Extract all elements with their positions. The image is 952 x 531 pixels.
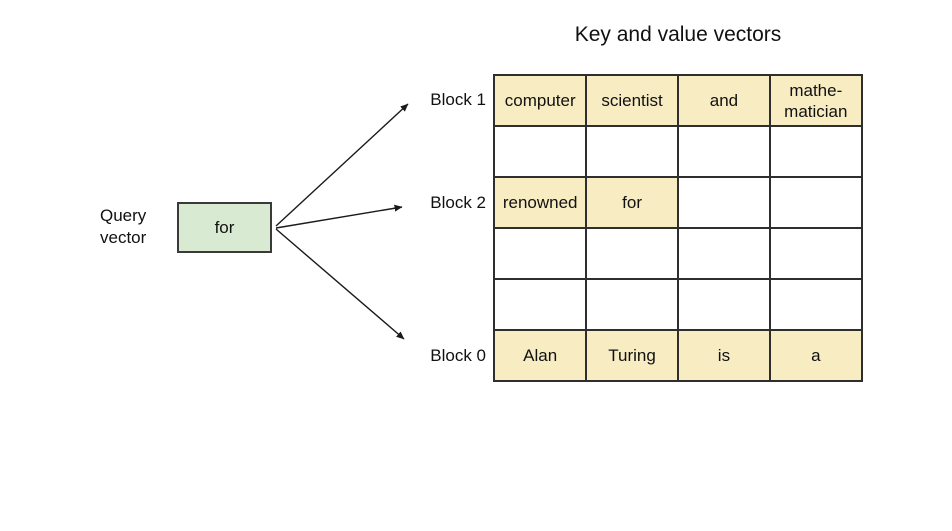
query-vector-label: Query vector xyxy=(100,206,147,247)
query-vector-box: for xyxy=(177,202,272,253)
kv-cell xyxy=(770,177,861,228)
arrow-to-block-1 xyxy=(275,103,409,227)
kv-cell: renowned xyxy=(495,177,586,228)
kv-cell xyxy=(586,126,678,177)
kv-cell xyxy=(495,228,586,279)
kv-cell xyxy=(770,279,861,330)
kv-cell xyxy=(678,126,770,177)
kv-cell: Alan xyxy=(495,330,586,380)
kv-cell xyxy=(678,177,770,228)
kv-cell: Turing xyxy=(586,330,678,380)
kv-cell: and xyxy=(678,76,770,126)
kv-cell: scientist xyxy=(586,76,678,126)
kv-cell xyxy=(495,126,586,177)
kv-cell xyxy=(678,279,770,330)
diagram-title: Key and value vectors xyxy=(574,23,782,46)
block-2-label: Block 2 xyxy=(430,193,486,212)
block-0-label: Block 0 xyxy=(430,346,486,365)
kv-cell xyxy=(770,126,861,177)
kv-cell xyxy=(586,228,678,279)
kv-cell: is xyxy=(678,330,770,380)
kv-cell xyxy=(586,279,678,330)
arrow-to-block-0 xyxy=(275,228,405,340)
kv-cell: mathe- matician xyxy=(770,76,861,126)
query-vector-token: for xyxy=(214,217,235,237)
kv-cell xyxy=(678,228,770,279)
kv-cell xyxy=(770,228,861,279)
kv-cell: for xyxy=(586,177,678,228)
kv-cell: computer xyxy=(495,76,586,126)
kv-cache-table: computer scientist and mathe- matician r… xyxy=(493,74,863,382)
kv-cell xyxy=(495,279,586,330)
block-1-label: Block 1 xyxy=(430,90,486,109)
kv-cell: a xyxy=(770,330,861,380)
arrow-to-block-2 xyxy=(275,204,403,229)
